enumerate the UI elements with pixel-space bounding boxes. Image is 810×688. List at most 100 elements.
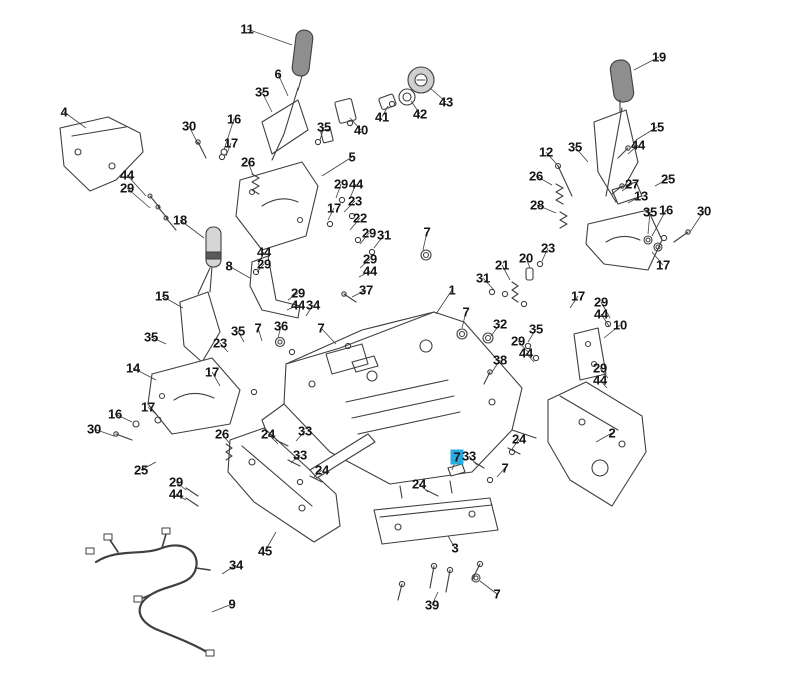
- part-callout-40[interactable]: 40: [353, 122, 369, 138]
- part-callout-31[interactable]: 31: [376, 227, 392, 243]
- part-callout-21[interactable]: 21: [494, 257, 510, 273]
- part-callout-29[interactable]: 29: [256, 256, 272, 272]
- part-callout-15[interactable]: 15: [649, 119, 665, 135]
- part-callout-29[interactable]: 29: [510, 333, 526, 349]
- part-callout-28[interactable]: 28: [529, 197, 545, 213]
- part-callout-23[interactable]: 23: [212, 335, 228, 351]
- part-callout-41[interactable]: 41: [374, 109, 390, 125]
- part-callout-26[interactable]: 26: [214, 426, 230, 442]
- part-callout-16[interactable]: 16: [107, 406, 123, 422]
- part-callout-6[interactable]: 6: [274, 66, 282, 82]
- part-callout-30[interactable]: 30: [696, 203, 712, 219]
- part-callout-44[interactable]: 44: [348, 176, 364, 192]
- part-callout-17[interactable]: 17: [326, 200, 342, 216]
- part-callout-45[interactable]: 45: [257, 543, 273, 559]
- part-callout-44[interactable]: 44: [362, 263, 378, 279]
- part-callout-19[interactable]: 19: [651, 49, 667, 65]
- part-callout-24[interactable]: 24: [511, 431, 527, 447]
- part-callout-44[interactable]: 44: [119, 167, 135, 183]
- part-callout-42[interactable]: 42: [412, 106, 428, 122]
- part-callout-7[interactable]: 7: [254, 320, 262, 336]
- part-callout-17[interactable]: 17: [570, 288, 586, 304]
- part-callout-7[interactable]: 7: [317, 320, 325, 336]
- part-callout-11[interactable]: 11: [240, 21, 254, 37]
- part-callout-44[interactable]: 44: [256, 244, 272, 260]
- part-callout-30[interactable]: 30: [181, 118, 197, 134]
- part-callout-17[interactable]: 17: [204, 364, 220, 380]
- part-callout-14[interactable]: 14: [125, 360, 141, 376]
- part-callout-16[interactable]: 16: [226, 111, 242, 127]
- part-callout-29[interactable]: 29: [362, 251, 378, 267]
- part-callout-37[interactable]: 37: [358, 282, 374, 298]
- part-callout-33[interactable]: 33: [461, 448, 477, 464]
- part-callout-26[interactable]: 26: [528, 168, 544, 184]
- part-callout-5[interactable]: 5: [348, 149, 356, 165]
- part-callout-36[interactable]: 36: [273, 318, 289, 334]
- part-callout-10[interactable]: 10: [612, 317, 628, 333]
- part-callout-44[interactable]: 44: [518, 345, 534, 361]
- part-callout-35[interactable]: 35: [528, 321, 544, 337]
- part-callout-29[interactable]: 29: [592, 360, 608, 376]
- part-4-side-panel-art: [59, 116, 144, 192]
- part-callout-44[interactable]: 44: [593, 306, 609, 322]
- part-callout-44[interactable]: 44: [168, 486, 184, 502]
- part-callout-13[interactable]: 13: [633, 188, 649, 204]
- part-callout-24[interactable]: 24: [314, 462, 330, 478]
- part-callout-16[interactable]: 16: [658, 202, 674, 218]
- part-callout-20[interactable]: 20: [518, 250, 534, 266]
- part-callout-29[interactable]: 29: [119, 180, 135, 196]
- part-callout-26[interactable]: 26: [240, 154, 256, 170]
- part-callout-29[interactable]: 29: [333, 176, 349, 192]
- part-callout-35[interactable]: 35: [642, 204, 658, 220]
- part-callout-27[interactable]: 27: [624, 176, 640, 192]
- part-callout-7[interactable]: 7: [501, 460, 509, 476]
- part-callout-7-highlighted[interactable]: 7: [450, 449, 464, 465]
- part-callout-23[interactable]: 23: [347, 193, 363, 209]
- part-callout-7[interactable]: 7: [493, 586, 501, 602]
- part-callout-35[interactable]: 35: [143, 329, 159, 345]
- part-callout-15[interactable]: 15: [154, 288, 170, 304]
- part-callout-44[interactable]: 44: [592, 372, 608, 388]
- part-callout-31[interactable]: 31: [475, 270, 491, 286]
- part-callout-33[interactable]: 33: [297, 423, 313, 439]
- part-callout-44[interactable]: 44: [630, 137, 646, 153]
- part-callout-29[interactable]: 29: [593, 294, 609, 310]
- part-callout-29[interactable]: 29: [168, 474, 184, 490]
- part-callout-35[interactable]: 35: [230, 323, 246, 339]
- part-callout-44[interactable]: 44: [290, 297, 306, 313]
- part-callout-38[interactable]: 38: [492, 352, 508, 368]
- part-callout-35[interactable]: 35: [567, 139, 583, 155]
- part-callout-17[interactable]: 17: [140, 399, 156, 415]
- part-callout-33[interactable]: 33: [292, 447, 308, 463]
- part-callout-17[interactable]: 17: [223, 135, 239, 151]
- part-callout-25[interactable]: 25: [660, 171, 676, 187]
- part-callout-1[interactable]: 1: [448, 282, 456, 298]
- part-callout-7[interactable]: 7: [423, 224, 431, 240]
- part-callout-12[interactable]: 12: [538, 144, 554, 160]
- part-callout-34[interactable]: 34: [228, 557, 244, 573]
- part-callout-32[interactable]: 32: [492, 316, 508, 332]
- part-9-harness-art: [85, 527, 215, 657]
- part-callout-29[interactable]: 29: [290, 285, 306, 301]
- part-callout-29[interactable]: 29: [361, 225, 377, 241]
- part-callout-35[interactable]: 35: [254, 84, 270, 100]
- part-45-bracket-art: [227, 427, 341, 543]
- part-callout-18[interactable]: 18: [172, 212, 188, 228]
- part-callout-24[interactable]: 24: [411, 476, 427, 492]
- part-callout-9[interactable]: 9: [228, 596, 236, 612]
- part-callout-24[interactable]: 24: [260, 426, 276, 442]
- part-callout-3[interactable]: 3: [451, 540, 459, 556]
- part-callout-17[interactable]: 17: [655, 257, 671, 273]
- part-callout-7[interactable]: 7: [462, 304, 470, 320]
- part-callout-43[interactable]: 43: [438, 94, 454, 110]
- part-callout-25[interactable]: 25: [133, 462, 149, 478]
- part-callout-22[interactable]: 22: [352, 210, 368, 226]
- part-callout-23[interactable]: 23: [540, 240, 556, 256]
- part-callout-35[interactable]: 35: [316, 119, 332, 135]
- part-callout-30[interactable]: 30: [86, 421, 102, 437]
- part-callout-8[interactable]: 8: [225, 258, 233, 274]
- part-callout-4[interactable]: 4: [60, 104, 68, 120]
- part-callout-34[interactable]: 34: [305, 297, 321, 313]
- part-callout-2[interactable]: 2: [608, 425, 616, 441]
- part-callout-39[interactable]: 39: [424, 597, 440, 613]
